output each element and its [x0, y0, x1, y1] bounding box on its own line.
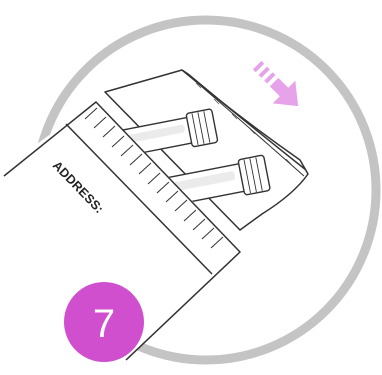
step-number: 7 [93, 302, 115, 346]
insert-arrow-icon [246, 54, 310, 118]
step-badge: 7 [64, 282, 144, 362]
